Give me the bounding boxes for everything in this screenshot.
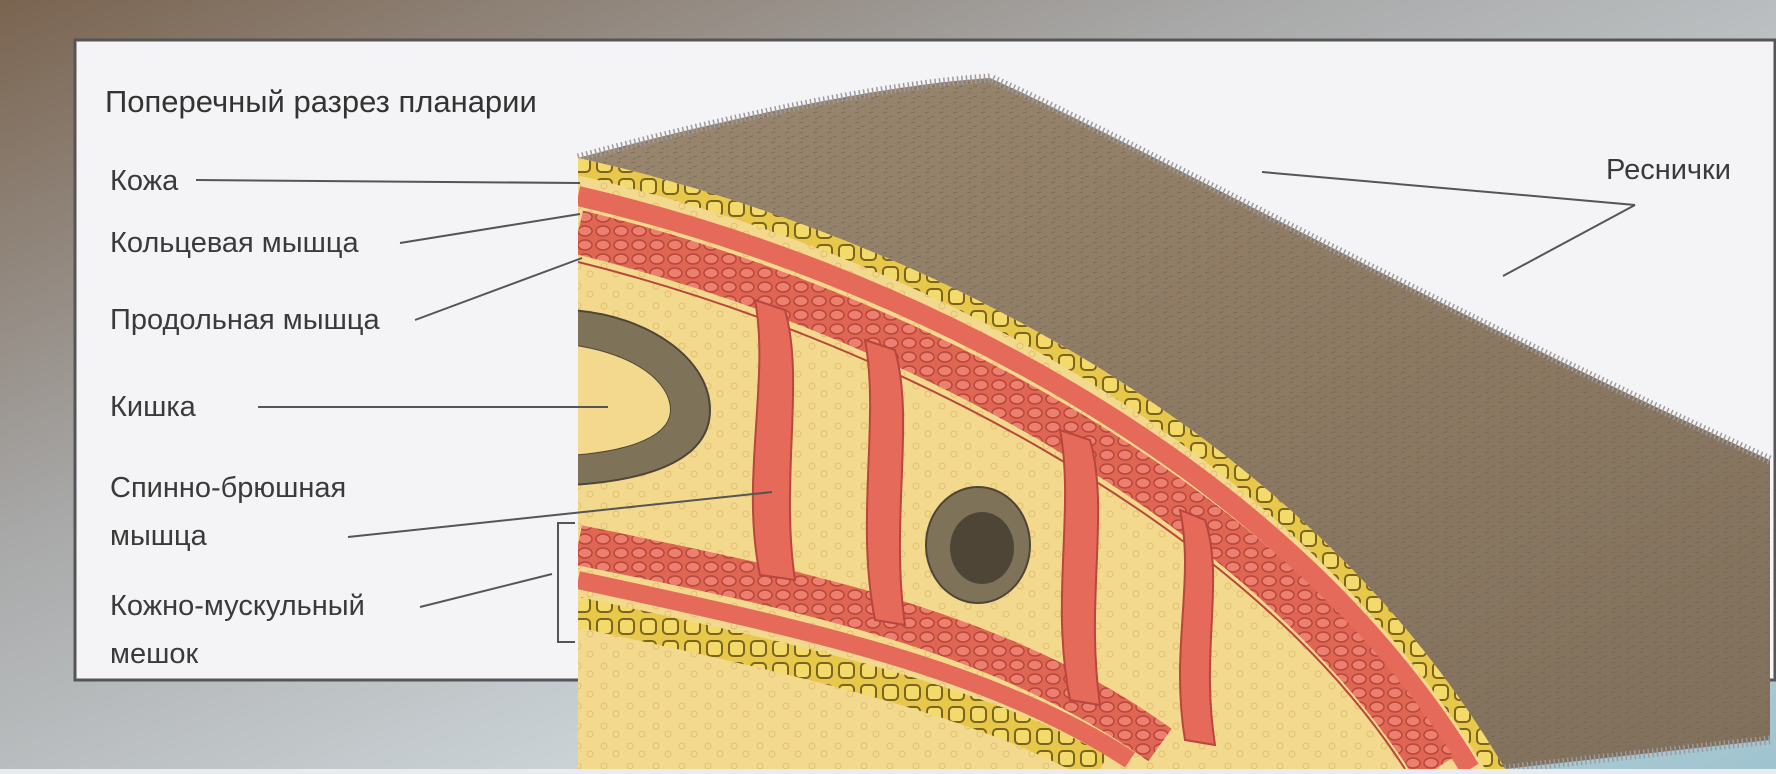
label-intestine: Кишка bbox=[110, 389, 196, 425]
label-dorsoventral-muscle-2: мышца bbox=[110, 518, 207, 554]
label-circular-muscle: Кольцевая мышца bbox=[110, 225, 359, 261]
label-longitudinal-muscle: Продольная мышца bbox=[110, 302, 380, 338]
label-musculocutaneous-sac-2: мешок bbox=[110, 636, 198, 672]
label-dorsoventral-muscle-1: Спинно-брюшная bbox=[110, 470, 346, 506]
label-skin: Кожа bbox=[110, 163, 178, 199]
label-cilia: Реснички bbox=[1606, 152, 1731, 188]
diagram-title: Поперечный разрез планарии bbox=[105, 84, 537, 120]
label-musculocutaneous-sac-1: Кожно-мускульный bbox=[110, 588, 365, 624]
intestine-section bbox=[926, 487, 1030, 603]
